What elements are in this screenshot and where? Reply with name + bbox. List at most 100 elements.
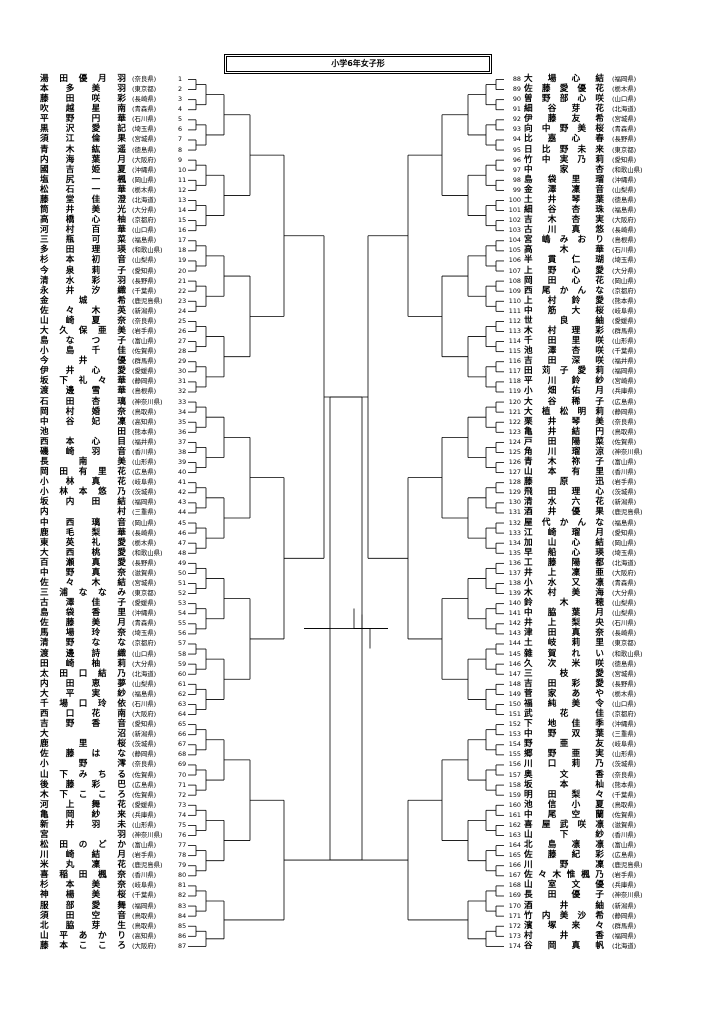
prefecture: (京都府)	[612, 286, 637, 295]
prefecture: (佐賀県)	[132, 347, 157, 356]
left-entry: 吹越星南(青森県)4	[0, 104, 724, 115]
player-name: 今井優	[40, 356, 126, 367]
player-name: 半貫仁瑚	[524, 255, 604, 266]
player-name: 渡邊雪華	[40, 386, 126, 397]
entry-number: 97	[512, 165, 521, 174]
entry-number: 50	[178, 568, 187, 577]
left-entry: 須田空音(鳥取県)84	[0, 911, 724, 922]
prefecture: (京都府)	[132, 639, 157, 648]
left-entry: 坂下礼々華(静岡県)31	[0, 376, 724, 387]
right-entry: 津田真奈(長崎県)143	[0, 628, 724, 639]
prefecture: (山梨県)	[612, 185, 637, 194]
player-name: 湯田優月羽	[40, 74, 126, 84]
player-name: 木村理彩	[524, 326, 604, 336]
player-name: 永井汐織	[40, 285, 126, 296]
left-entry: 金城希(鹿児島県)23	[0, 296, 724, 307]
entry-number: 138	[508, 579, 521, 587]
prefecture: (和歌山県)	[132, 246, 163, 255]
prefecture: (高知県)	[132, 417, 157, 426]
prefecture: (鹿児島県)	[132, 296, 163, 305]
player-name: 新井羽未	[40, 819, 126, 830]
left-entry: 喜稲田楓奈(香川県)80	[0, 870, 724, 881]
player-name: 村井香	[524, 930, 604, 941]
player-name: 筒井美光	[40, 205, 126, 216]
prefecture: (奈良県)	[132, 760, 157, 769]
entry-number: 58	[178, 649, 187, 658]
entry-number: 173	[508, 931, 521, 940]
left-entry: 佐藤美月(青森県)55	[0, 618, 724, 629]
prefecture: (富山県)	[132, 841, 157, 850]
entry-number: 85	[178, 921, 187, 930]
entry-number: 135	[508, 548, 521, 557]
right-entry: 郷野亜実(山形県)155	[0, 749, 724, 760]
player-name: 杉本初音	[40, 255, 126, 266]
prefecture: (和歌山県)	[612, 165, 643, 174]
player-name: 島袋香里	[40, 608, 126, 619]
left-entry: 千場口玲依(石川県)63	[0, 699, 724, 710]
right-entry: 木村理彩(群馬県)113	[0, 326, 724, 337]
player-name: 佐藤紀彩	[524, 850, 604, 861]
prefecture: (埼玉県)	[612, 256, 637, 265]
entry-number: 64	[178, 710, 187, 719]
entry-number: 12	[178, 185, 187, 194]
player-name: 國吉姫夏	[40, 164, 126, 175]
left-entry: 中西璃音(岡山県)45	[0, 518, 724, 529]
left-entry: 山崎夏奈(奈良県)25	[0, 316, 724, 327]
right-entry: 川口莉乃(茨城県)156	[0, 759, 724, 770]
prefecture: (山口県)	[612, 95, 637, 104]
entry-number: 29	[178, 357, 187, 366]
prefecture: (静岡県)	[612, 407, 637, 416]
prefecture: (佐賀県)	[612, 810, 637, 819]
prefecture: (徳島県)	[612, 195, 637, 204]
player-name: 神楊美桜	[40, 890, 126, 901]
player-name: 戸田陽菜	[524, 436, 604, 447]
left-entry: 西本心目(福井県)37	[0, 437, 724, 448]
entry-number: 86	[178, 931, 187, 940]
prefecture: (兵庫県)	[612, 881, 637, 890]
prefecture: (長野県)	[612, 679, 637, 688]
player-name: 岡田有里花	[40, 467, 126, 478]
player-name: 土岐莉里	[524, 638, 604, 649]
entry-number: 164	[508, 841, 521, 850]
prefecture: (石川県)	[612, 246, 637, 255]
right-entry: 上野心愛(大分県)107	[0, 266, 724, 277]
prefecture: (石川県)	[612, 619, 637, 628]
player-name: 青木紘遥	[40, 144, 126, 155]
entry-number: 112	[508, 316, 521, 325]
entry-number: 19	[178, 256, 187, 265]
entry-number: 27	[178, 337, 187, 346]
right-entry: 大谷稀子(広島県)120	[0, 397, 724, 408]
prefecture: (香川県)	[612, 468, 637, 477]
right-entry: 金澤凜音(山梨県)99	[0, 185, 724, 196]
prefecture: (山梨県)	[612, 609, 637, 618]
entry-number: 109	[508, 286, 521, 295]
prefecture: (茨城県)	[132, 488, 157, 497]
prefecture: (香川県)	[612, 831, 637, 839]
prefecture: (佐賀県)	[132, 790, 157, 799]
right-entry: 吉田彩愛(長野県)148	[0, 679, 724, 690]
right-entry: 加山心結(岡山県)134	[0, 538, 724, 549]
prefecture: (栃木県)	[132, 185, 157, 194]
entry-number: 101	[508, 206, 521, 215]
left-entry: 三浦ななみ(東京都)52	[0, 588, 724, 599]
prefecture: (愛媛県)	[132, 599, 157, 608]
entry-number: 94	[512, 135, 521, 144]
player-name: 木下こころ	[40, 789, 126, 800]
prefecture: (山形県)	[612, 750, 637, 759]
player-name: 坂本杣	[524, 779, 604, 790]
player-name: 米丸凜花	[40, 860, 126, 871]
entry-number: 127	[508, 468, 521, 477]
player-name: 大久保亜美	[40, 326, 126, 336]
player-name: 中尾空蘭	[524, 809, 604, 820]
right-entry: 曽野部心咲(山口県)90	[0, 94, 724, 105]
left-entry: 新井羽未(山形県)75	[0, 820, 724, 831]
entry-number: 51	[178, 579, 187, 587]
player-name: 佐藤美月	[40, 618, 126, 629]
left-entry: 山平あかり(高知県)86	[0, 931, 724, 942]
prefecture: (静岡県)	[612, 911, 637, 920]
entry-number: 43	[178, 498, 187, 507]
prefecture: (新潟県)	[612, 498, 637, 507]
left-entry: 古澤佳子(愛媛県)53	[0, 598, 724, 609]
right-entry: 岡田心花(岡山県)108	[0, 276, 724, 287]
left-entry: 小島千佳(佐賀県)28	[0, 346, 724, 357]
